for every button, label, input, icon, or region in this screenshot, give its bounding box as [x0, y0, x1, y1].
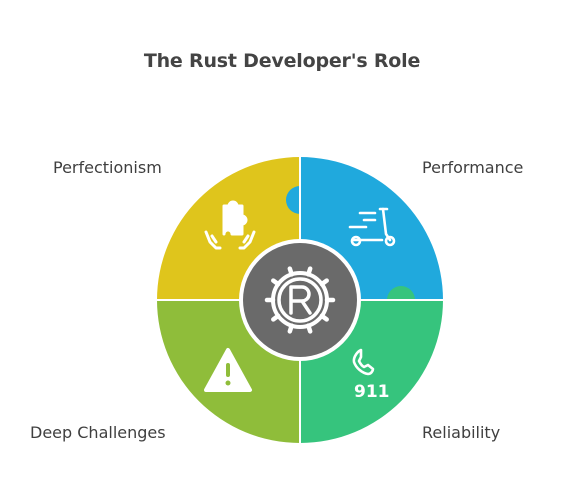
electric-scooter-icon	[348, 207, 396, 247]
phone-911-icon: 911	[352, 348, 390, 402]
hands-holding-puzzle-icon	[204, 200, 256, 250]
emergency-number-text: 911	[354, 382, 390, 402]
label-perfectionism: Perfectionism	[53, 158, 162, 177]
label-reliability: Reliability	[422, 423, 501, 442]
label-performance: Performance	[422, 158, 524, 177]
rust-gear-logo-icon	[264, 266, 336, 334]
warning-triangle-icon	[204, 348, 252, 392]
label-deep-challenges: Deep Challenges	[30, 423, 166, 442]
diagram-title: The Rust Developer's Role	[143, 50, 421, 72]
